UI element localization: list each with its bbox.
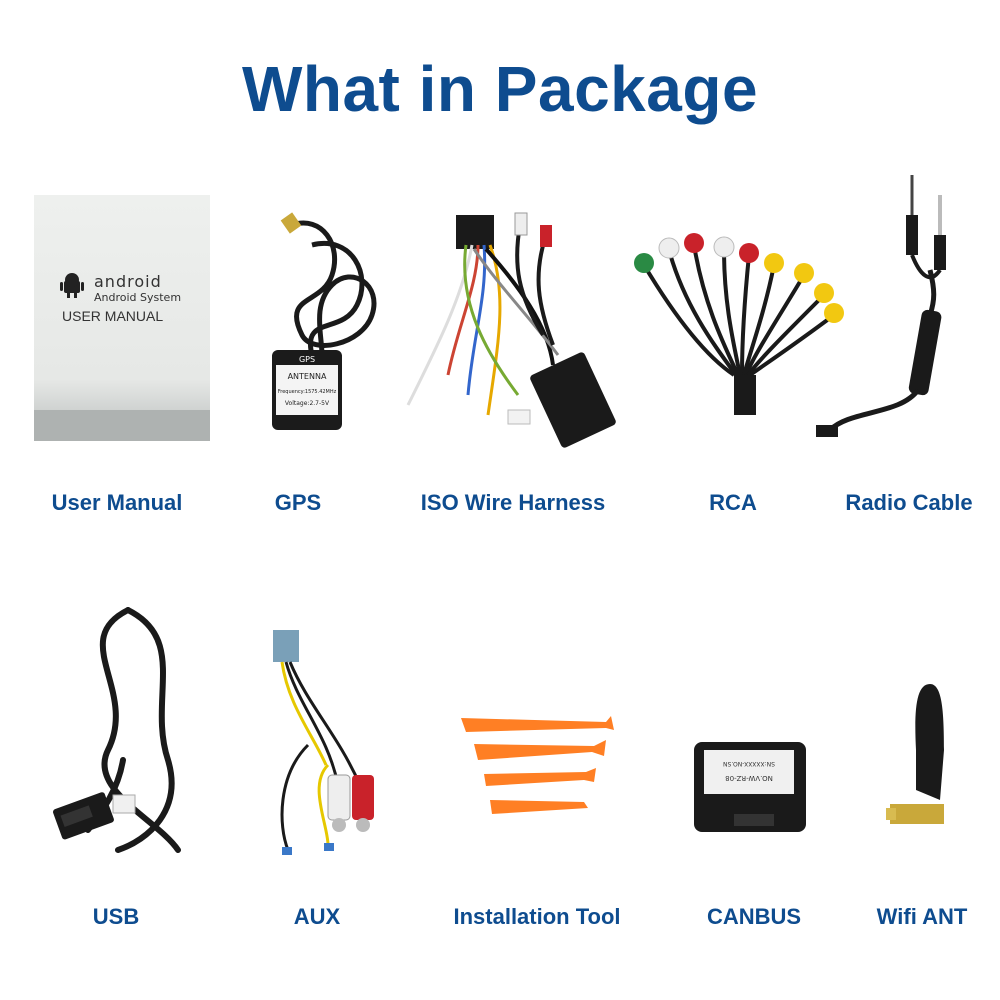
aux-item [268,625,388,865]
canbus-box-icon: NO.VW-RZ-08 SN:XXXXX-NO.SN [694,742,806,832]
gps-frequency: Frequency:1575.42MHz [278,389,337,395]
manual-brand: android [94,272,162,291]
label-installation-tool: Installation Tool [453,904,621,929]
label-wifi-ant: Wifi ANT [876,904,968,929]
manual-heading: USER MANUAL [62,308,163,324]
installation-tool-item [456,710,616,820]
label-user-manual: User Manual [51,490,183,515]
radio-cable-item [810,175,960,445]
label-iso-wire-harness: ISO Wire Harness [420,490,606,515]
manual-icon: android Android System USER MANUAL [34,195,210,441]
gps-brand: GPS [299,355,315,364]
canbus-serial: SN:XXXXX-NO.SN [723,760,775,767]
pry-tool-icon [461,716,614,814]
wire-harness-icon [406,212,616,448]
rca-item [624,225,844,425]
page-title: What in Package [241,53,759,125]
label-aux: AUX [293,904,341,929]
label-gps: GPS [274,490,322,515]
rca-cable-icon [634,233,844,415]
wifi-antenna-item [886,680,966,840]
label-rca: RCA [709,490,757,515]
iso-harness-item [378,205,638,448]
usb-item [48,600,198,870]
gps-voltage: Voltage:2.7-5V [285,400,330,407]
label-canbus: CANBUS [706,904,802,929]
user-manual-item: android Android System USER MANUAL [34,195,210,441]
label-radio-cable: Radio Cable [845,490,973,515]
manual-system: Android System [94,291,181,304]
gps-antenna-item: GPS ANTENNA Frequency:1575.42MHz Voltage… [262,205,392,435]
aux-cable-icon [273,630,374,855]
label-usb: USB [92,904,140,929]
radio-cable-icon [816,175,946,437]
usb-cable-icon [53,607,181,853]
wifi-antenna-icon [886,684,944,824]
canbus-item: NO.VW-RZ-08 SN:XXXXX-NO.SN [694,742,806,838]
gps-name: ANTENNA [288,372,327,381]
canbus-label: NO.VW-RZ-08 [725,774,773,782]
gps-antenna-icon: GPS ANTENNA Frequency:1575.42MHz Voltage… [272,212,377,430]
